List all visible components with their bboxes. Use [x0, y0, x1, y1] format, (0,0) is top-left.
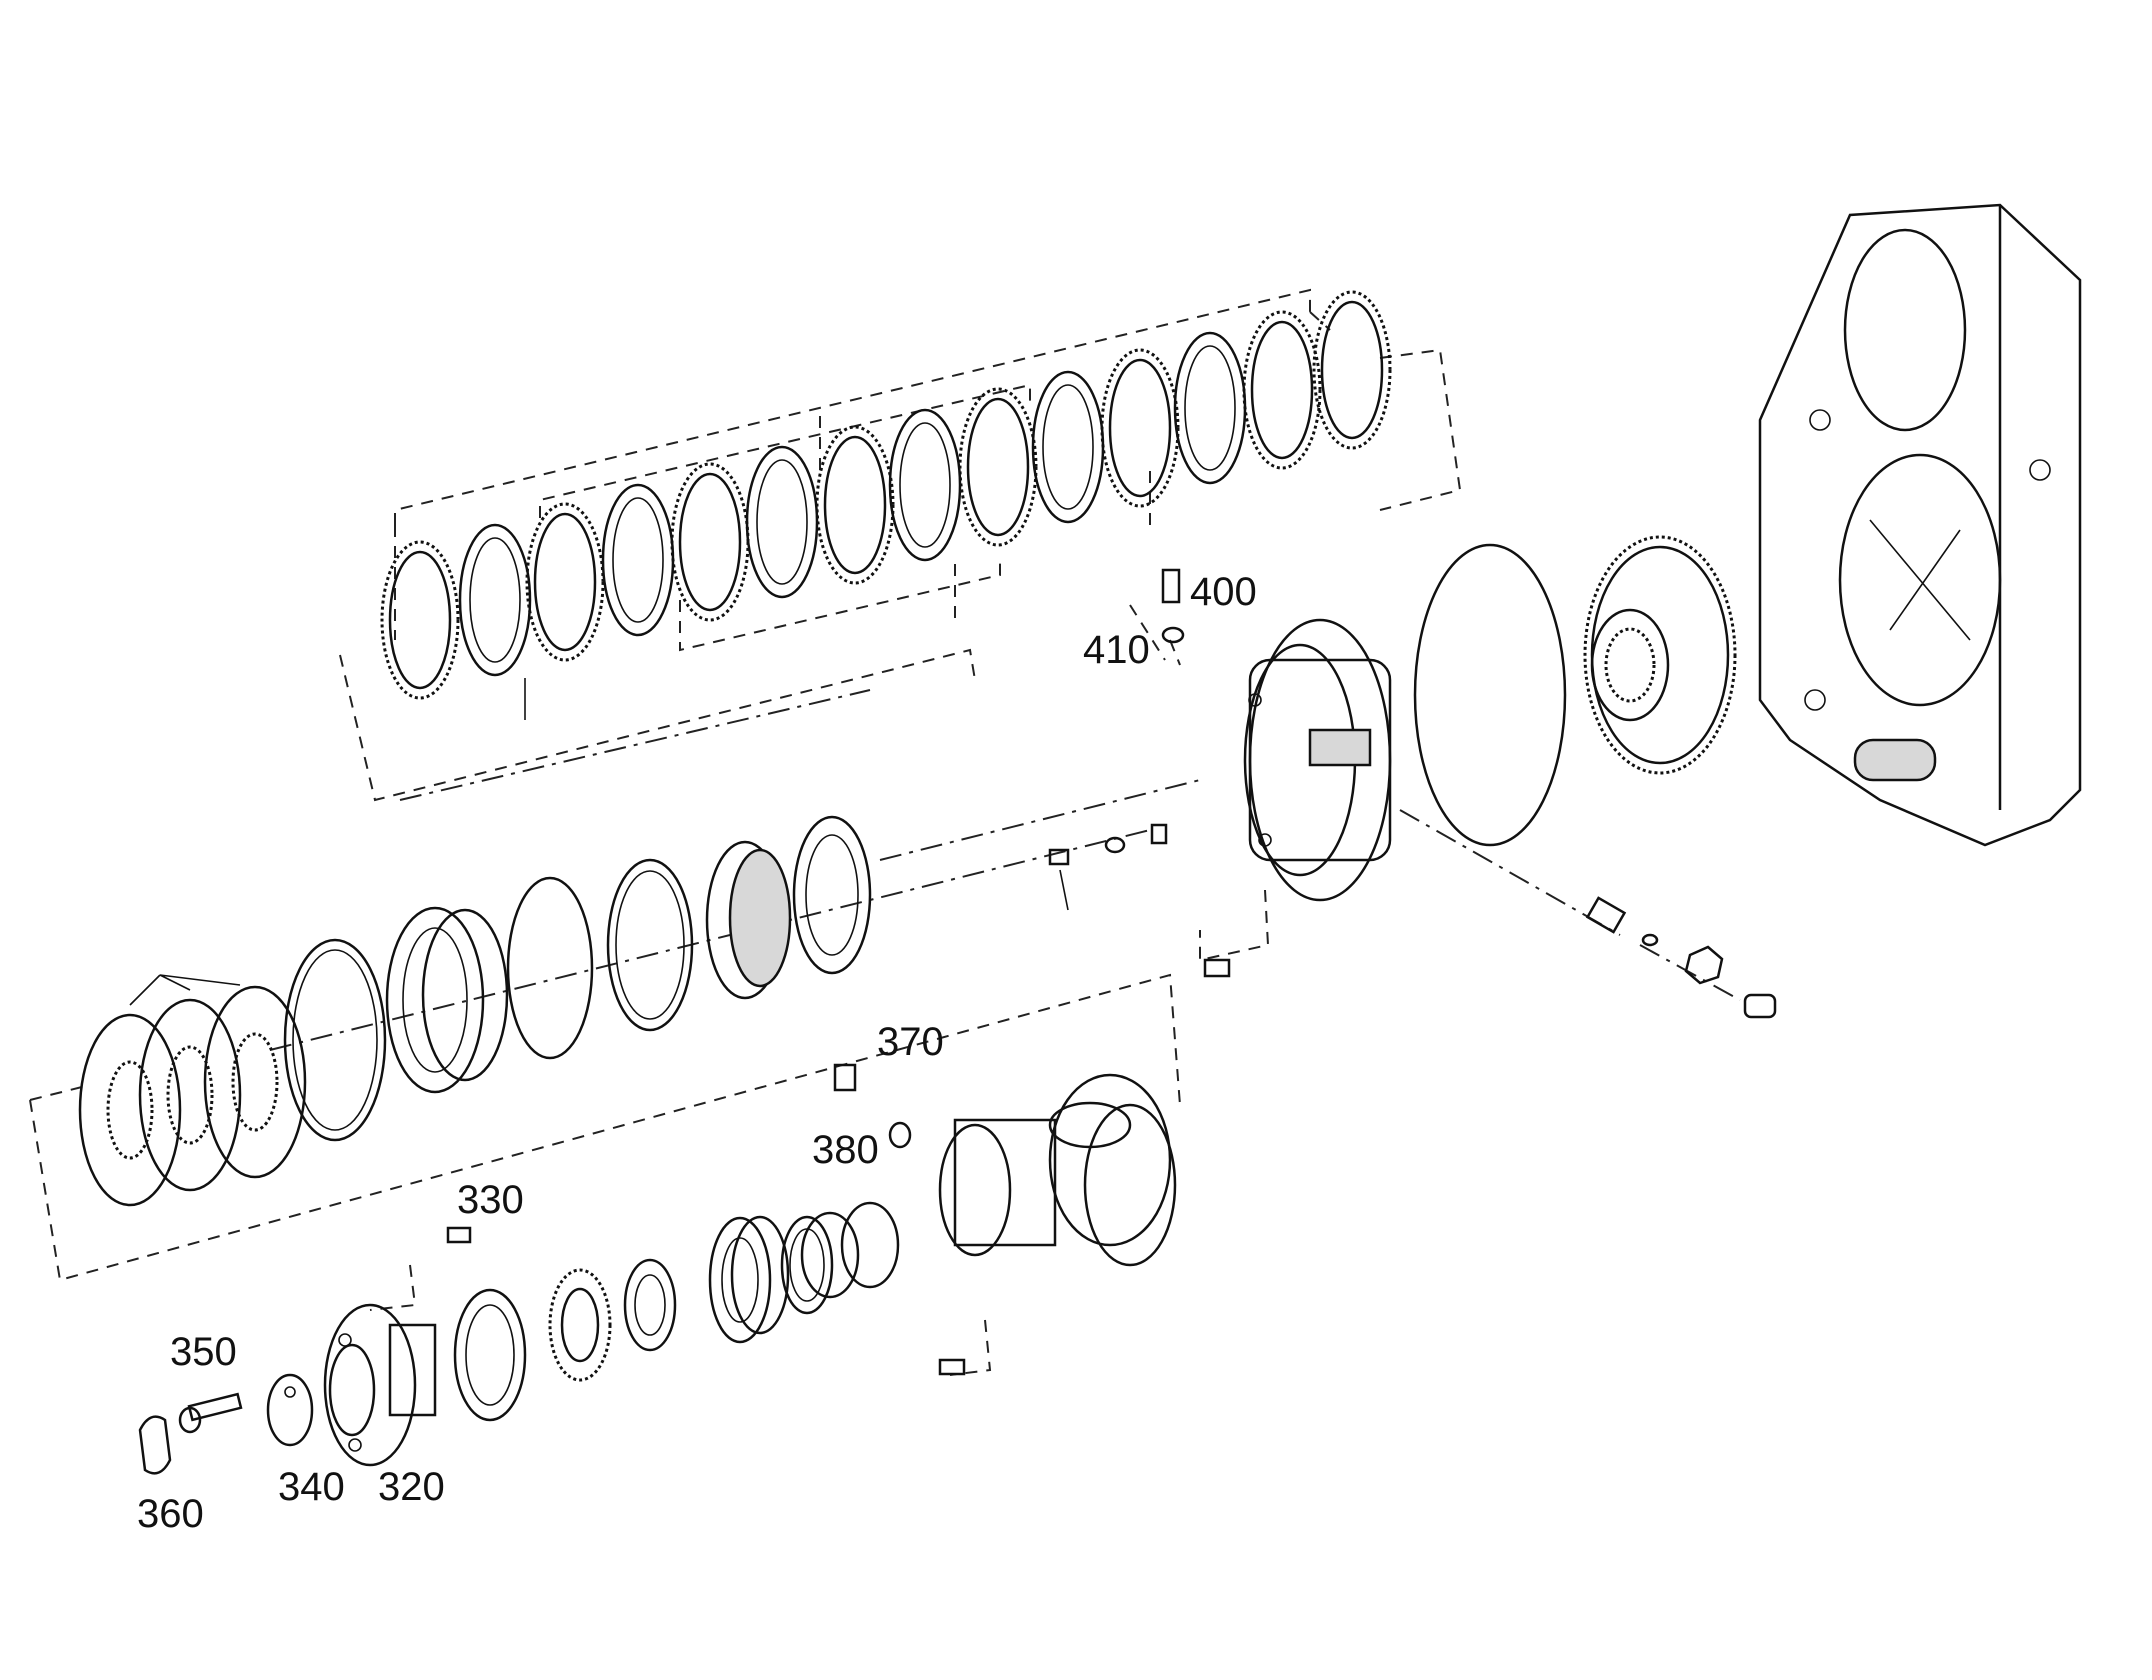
callout-380: 380 — [812, 1128, 879, 1172]
transmission-case — [1758, 203, 2082, 847]
assembly-leader-lines — [29, 288, 1741, 1376]
callout-370: 370 — [877, 1020, 944, 1064]
piston-ring-row — [78, 815, 872, 1207]
callout-340: 340 — [278, 1465, 345, 1509]
clutch-disc-stack — [380, 290, 1392, 720]
callout-410: 410 — [1083, 628, 1150, 672]
helical-gear — [1583, 535, 1737, 775]
callout-360: 360 — [137, 1492, 204, 1536]
part-callouts: 320 330 340 350 360 370 380 400 410 — [137, 570, 1257, 1536]
callout-320: 320 — [378, 1465, 445, 1509]
output-assembly — [138, 1063, 1177, 1475]
callout-330: 330 — [457, 1178, 524, 1222]
callout-350: 350 — [170, 1330, 237, 1374]
small-fittings — [1048, 568, 1777, 1019]
callout-400: 400 — [1190, 570, 1257, 614]
pump-housing — [1243, 543, 1567, 902]
